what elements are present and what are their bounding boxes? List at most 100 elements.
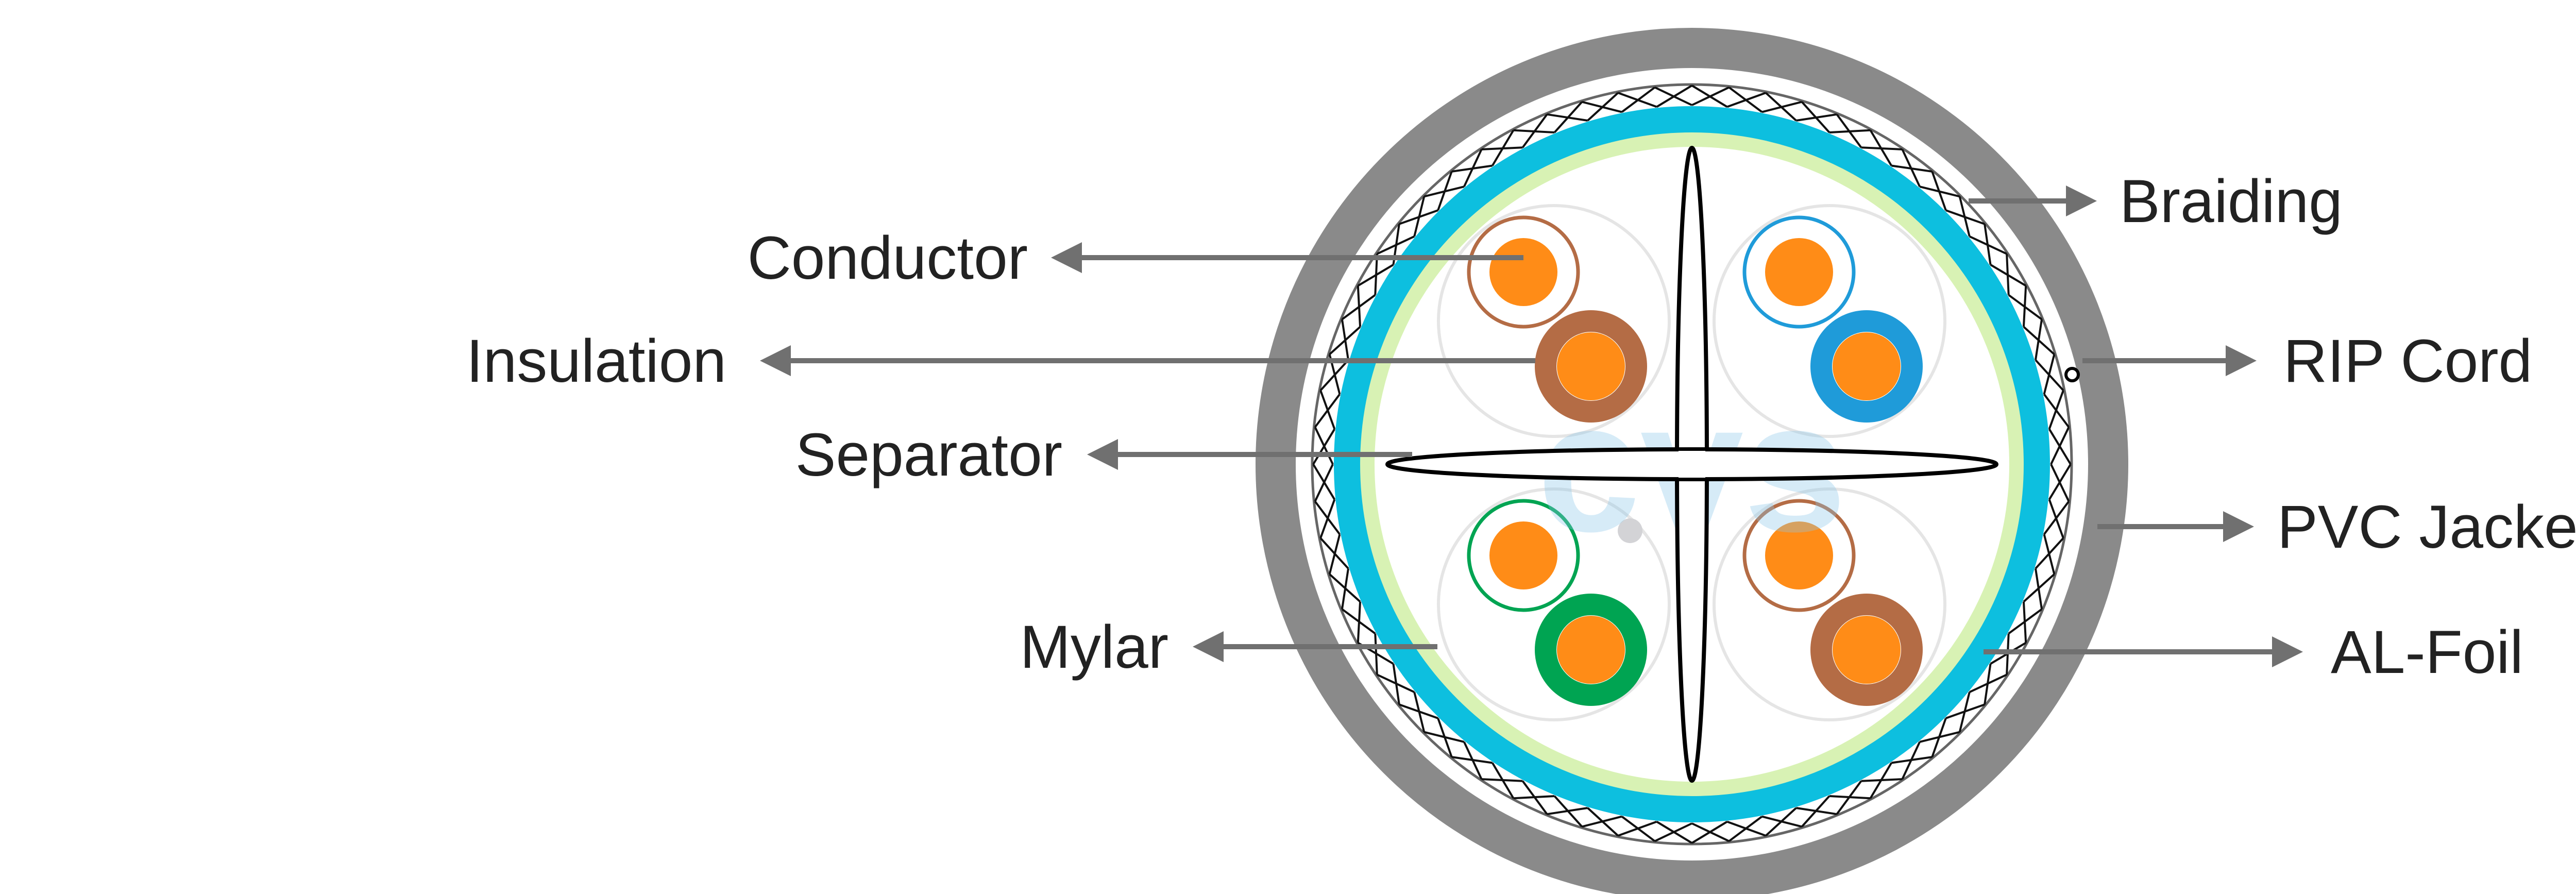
label-rip-cord: RIP Cord [2283,327,2532,395]
al-foil [1334,106,2050,822]
braid-strand [1836,113,1862,148]
braid-strand [2008,608,2043,635]
braid-strand [1392,663,1400,705]
label-insulation: Insulation [466,327,726,395]
braid-outer-edge [1311,83,2073,846]
braid-strand [1492,762,1515,799]
braid-strand [1891,756,1933,764]
braid-strand [1901,149,1921,188]
braid-strand [1314,464,1334,502]
braid-strand [1931,171,1947,211]
braid-strand [1423,185,1465,198]
labels: Conductor Insulation Separator Mylar Bra… [466,167,2576,686]
brown-pair-bottom [1713,487,1946,721]
braid-strand [1329,326,1361,356]
braid-strand [1312,428,1336,465]
braid-strand [1765,92,1797,122]
braid-strand [1314,393,1341,428]
mylar [1360,132,2024,796]
braid-strand [2022,285,2027,327]
label-separator: Separator [795,421,1062,489]
braid-strand [1587,807,1619,837]
braid-strand [2050,427,2070,465]
conductor [1557,616,1625,684]
braid-strand [2048,463,2072,500]
braid-strand [1728,86,1763,113]
twisted-pairs [1437,204,1946,721]
braid-strand [1319,359,1349,391]
cable: cvs [1256,28,2128,894]
label-mylar: Mylar [1020,613,1168,681]
label-conductor: Conductor [748,224,1028,292]
braid-strand [1341,568,1349,610]
brown-pair-top [1437,204,1671,438]
braid-strand [1437,718,1453,757]
braid-strand [1829,795,1871,800]
label-pvc-jacket: PVC Jacket [2277,493,2576,561]
conductor [1833,332,1901,400]
insulation-colored [1535,310,1647,423]
label-braiding: Braiding [2120,167,2343,235]
rip-cord [2064,367,2080,382]
insulation-colored [1810,310,1923,423]
conductor [1489,238,1557,306]
braid-strand [1726,820,1767,837]
braid-strand [1761,815,1802,828]
braid-strand [1451,164,1493,173]
conductor [1833,616,1901,684]
braid-strand [1656,820,1693,844]
braid-strand [1691,85,1728,108]
pvc-jacket [1256,28,2128,894]
blue-pair [1713,204,1946,438]
pair-boundary [1713,487,1946,721]
braid-strand [1357,601,1362,643]
conductor [1557,332,1625,400]
pair-boundary [1437,204,1671,438]
braid-strand [2023,573,2055,603]
braiding [1312,85,2072,844]
braid-strand [1521,780,1548,815]
braid-strand [1969,673,2007,693]
braid-strand [2043,500,2070,535]
braid-strand [1547,113,1588,122]
braid-strand [2048,390,2064,430]
braid-strand [1374,633,1378,675]
braid-strand [1796,807,1837,816]
braid-strand [2035,319,2043,360]
conductor [1765,238,1833,306]
braid-strand [1869,129,1892,166]
braid-strand [1341,294,1376,321]
braid-strand [1377,235,1415,255]
braid-strand [1463,741,1483,780]
braid-strand [2035,537,2064,569]
conductor [1489,521,1557,589]
conductor [1765,521,1833,589]
braid-strand [1582,100,1622,113]
braid-strand [1413,691,1426,733]
pair-boundary [1437,487,1671,721]
braid-strand [1399,209,1438,225]
braid-strand [1621,816,1656,842]
braid-strand [1945,703,1985,719]
label-al-foil: AL-Foil [2331,618,2523,686]
braid-strand [1513,129,1555,134]
braid-strand [1984,224,1992,265]
green-pair [1437,487,1671,721]
braid-strand [1919,731,1960,743]
braid-strand [1654,86,1692,106]
braid-strand [1328,534,1341,575]
braid-strand [1958,196,1971,237]
braid-strand [1801,101,1831,133]
insulation-colored [1535,594,1647,706]
braid-strand [1553,795,1583,828]
braid-strand [1861,778,1903,782]
insulation-colored [1810,594,1923,706]
leader-lines [760,185,2303,667]
braid-strand [2006,254,2010,295]
braid-strand [1319,499,1336,539]
braid-strand [2043,354,2056,395]
braid-strand [1691,822,1730,842]
braid-strand [1357,264,1394,287]
braid-strand [1617,92,1657,108]
